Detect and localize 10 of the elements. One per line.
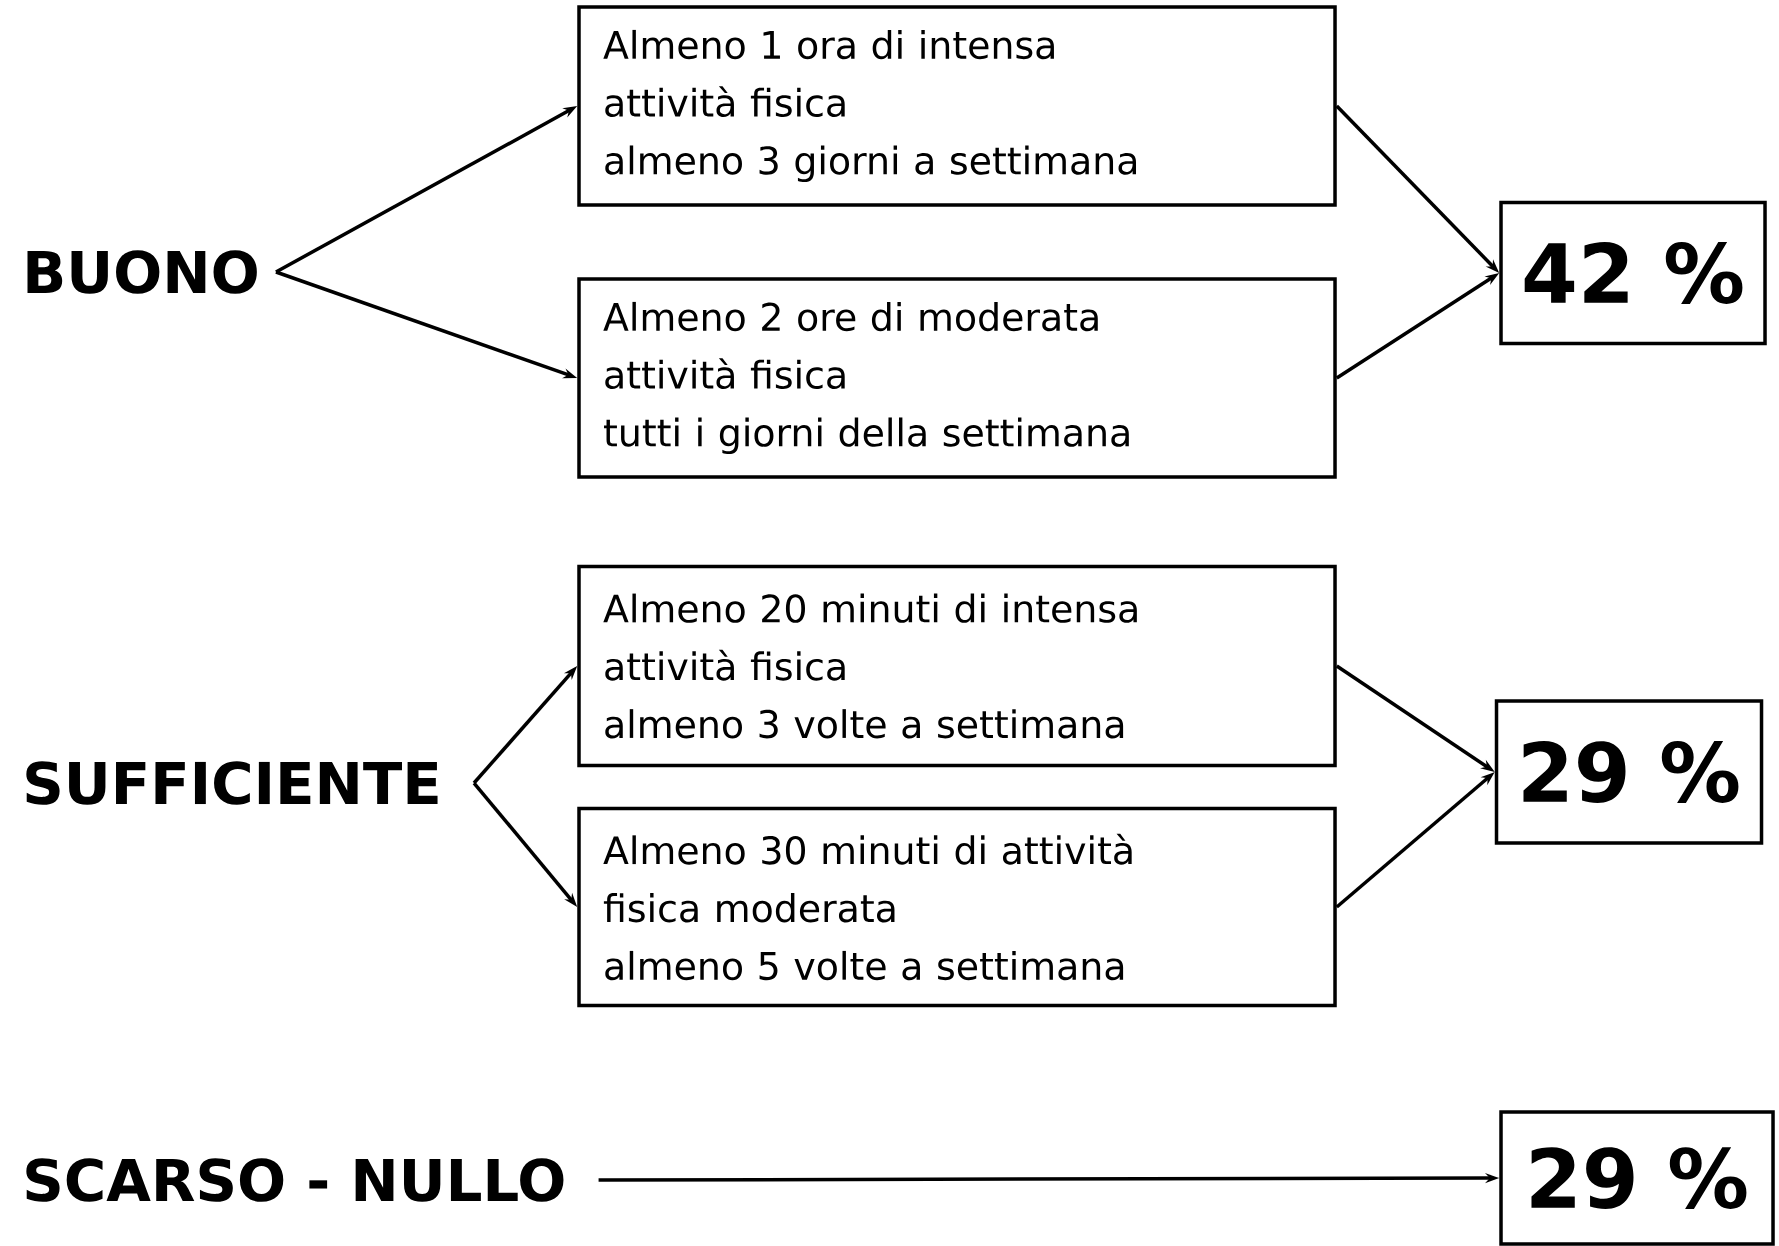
percentage-box: 29 % [1494,699,1764,845]
percentage-box: 29 % [1499,1110,1775,1246]
criteria-box: Almeno 2 ore di moderata attività fisica tutti i giorni della settimana [577,277,1337,479]
category-label: BUONO [27,250,257,294]
category-label: SCARSO - NULLO [26,1158,564,1202]
criteria-box: Almeno 30 minuti di attività fisica moderata almeno 5 volte a settimana [577,806,1337,1008]
criteria-box: Almeno 1 ora di intensa attività fisica almeno 3 giorni a settimana [577,5,1337,207]
criteria-box: Almeno 20 minuti di intensa attività fisica almeno 3 volte a settimana [577,564,1337,768]
category-label: SUFFICIENTE [26,761,438,805]
percentage-box: 42 % [1499,200,1767,346]
